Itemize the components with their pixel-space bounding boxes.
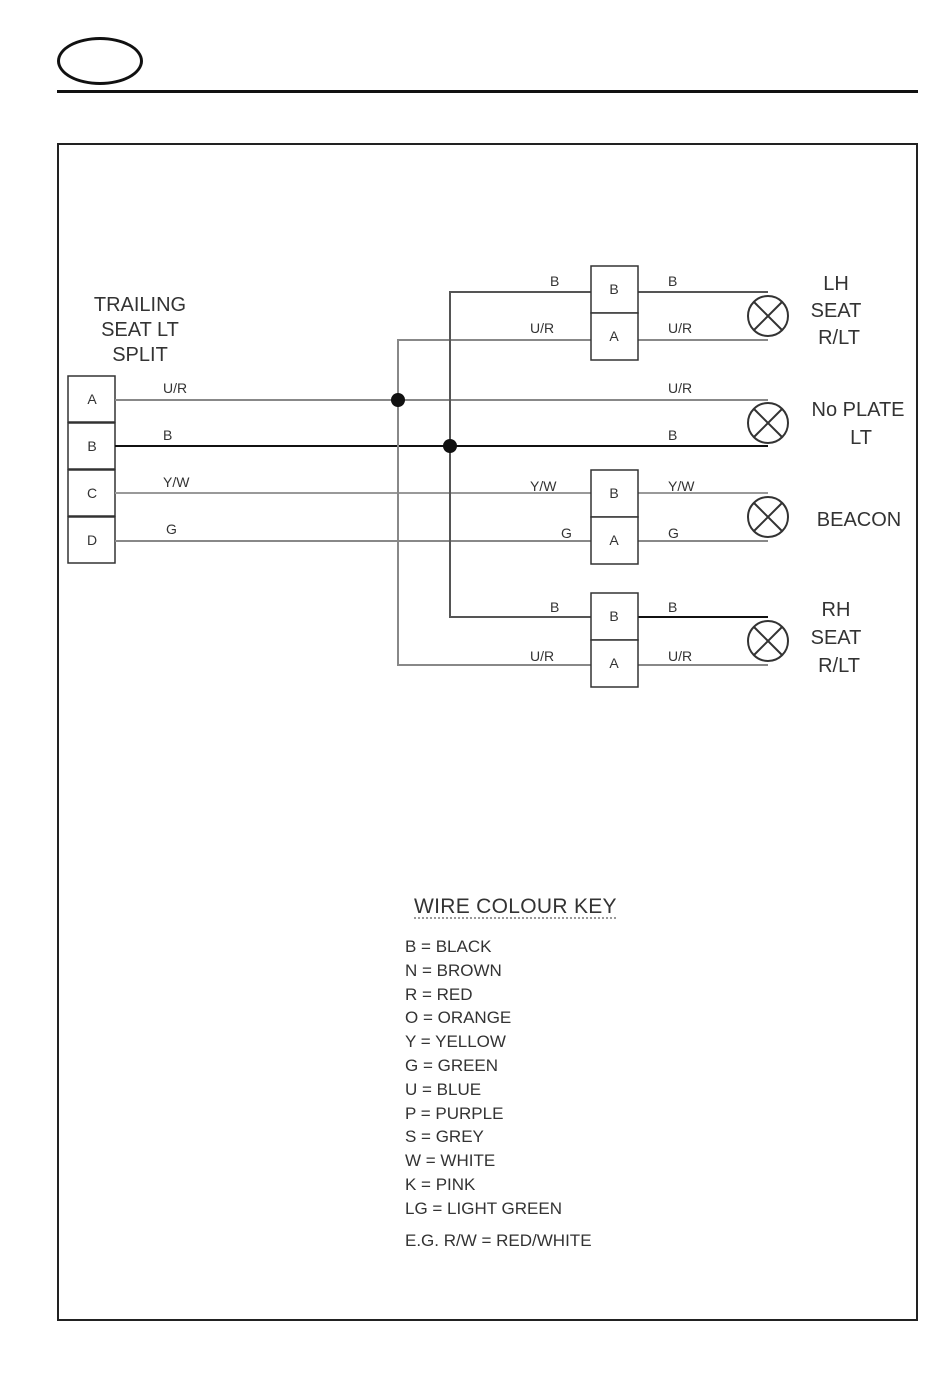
source-title-line-3: SPLIT	[112, 344, 168, 366]
rh-connector-top	[590, 592, 639, 641]
wire-colour-key-entry: G = GREEN	[405, 1055, 499, 1075]
wire-colour-key-entry: Y = YELLOW	[405, 1032, 506, 1052]
source-pin-b-box	[67, 422, 116, 470]
source-pin-a-label: A	[87, 391, 97, 407]
lh-connector-bottom	[590, 312, 639, 361]
source-title-line-2: SEAT LT	[101, 319, 179, 341]
wire-label-source-d: G	[166, 521, 177, 537]
lh-connector-top-label: B	[609, 281, 618, 297]
wire-colour-key-entry: LG = LIGHT GREEN	[405, 1198, 562, 1218]
wire-label-source-c: Y/W	[163, 474, 190, 490]
wire-colour-key-entry: U = BLUE	[405, 1079, 482, 1099]
rh-lamp-label-2: SEAT	[811, 627, 862, 649]
beacon-connector-top-label: B	[609, 485, 618, 501]
beacon-lamp-icon	[747, 496, 789, 538]
wire-label-lh-top-out: B	[668, 273, 677, 289]
beacon-connector-bottom-label: A	[609, 532, 619, 548]
source-title: TRAILING SEAT LT SPLIT	[94, 294, 186, 366]
lh-lamp-label-3: R/LT	[818, 327, 860, 349]
source-pin-b-label: B	[87, 438, 96, 454]
rh-lamp-label-3: R/LT	[818, 655, 860, 677]
lh-lamp-label-2: SEAT	[811, 300, 862, 322]
source-pin-c-label: C	[87, 485, 97, 501]
wire-label-plate-bottom: B	[668, 427, 677, 443]
wire-colour-key-entry: R = RED	[405, 984, 473, 1004]
wire-label-source-b: B	[163, 427, 172, 443]
source-pin-a-box	[67, 375, 116, 423]
wire-colour-key-entry: K = PINK	[405, 1174, 476, 1194]
wire-u-r-branch	[397, 339, 591, 666]
wire-colour-key: WIRE COLOUR KEY B = BLACK N = BROWN R = RE…	[405, 895, 645, 1251]
wire-label-source-a: U/R	[163, 380, 187, 396]
wires	[115, 291, 768, 666]
wire-label-rh-top-in: B	[550, 599, 559, 615]
wire-label-beacon-top-in: Y/W	[530, 478, 557, 494]
wire-colour-key-entry: S = GREY	[405, 1127, 484, 1147]
plate-lamp-label-2: LT	[850, 427, 872, 449]
junction-dot-b	[443, 439, 457, 453]
plate-lamp-label-1: No PLATE	[812, 399, 905, 421]
header-rule	[57, 90, 918, 93]
plate-lamp-icon	[747, 402, 789, 444]
wire-colour-key-example: E.G. R/W = RED/WHITE	[405, 1230, 592, 1250]
wire-label-beacon-bottom-out: G	[668, 525, 679, 541]
wire-label-beacon-top-out: Y/W	[668, 478, 695, 494]
lh-connector-top	[590, 265, 639, 314]
inline-connectors	[590, 265, 639, 688]
wire-colour-key-entry: W = WHITE	[405, 1151, 496, 1171]
beacon-connector-top	[590, 469, 639, 518]
lh-connector-bottom-label: A	[609, 328, 619, 344]
wire-label-rh-bottom-in: U/R	[530, 648, 554, 664]
wire-label-lh-bottom-in: U/R	[530, 320, 554, 336]
rh-lamp-label-1: RH	[822, 599, 851, 621]
wire-label-rh-bottom-out: U/R	[668, 648, 692, 664]
wire-b-branch	[449, 291, 591, 618]
beacon-connector-bottom	[590, 516, 639, 565]
junction-dot-u-r	[391, 393, 405, 407]
wire-colour-key-list: B = BLACK N = BROWN R = RED O = ORANGE Y = Y…	[405, 935, 645, 1221]
wire-label-lh-top-in: B	[550, 273, 559, 289]
wire-label-rh-top-out: B	[668, 599, 677, 615]
rh-lamp-icon	[747, 620, 789, 662]
wire-colour-key-entry: N = BROWN	[405, 960, 502, 980]
wire-colour-key-entry: B = BLACK	[405, 937, 492, 956]
rh-connector-bottom-label: A	[609, 655, 619, 671]
source-pin-d-label: D	[87, 532, 97, 548]
wire-colour-key-title: WIRE COLOUR KEY	[414, 895, 617, 918]
lh-lamp-label-1: LH	[823, 273, 849, 295]
wire-label-lh-bottom-out: U/R	[668, 320, 692, 336]
lamp-symbols	[747, 295, 789, 662]
rh-connector-top-label: B	[609, 608, 618, 624]
beacon-lamp-label: BEACON	[817, 509, 901, 531]
page-marker-ellipse	[57, 37, 143, 85]
source-title-line-1: TRAILING	[94, 294, 186, 316]
wire-label-beacon-bottom-in: G	[561, 525, 572, 541]
source-connector	[67, 375, 116, 564]
lh-lamp-icon	[747, 295, 789, 337]
wire-colour-key-entry: P = PURPLE	[405, 1103, 504, 1123]
rh-connector-bottom	[590, 639, 639, 688]
wire-label-plate-top: U/R	[668, 380, 692, 396]
wire-colour-key-entry: O = ORANGE	[405, 1008, 512, 1028]
diagram-frame	[57, 143, 918, 1321]
